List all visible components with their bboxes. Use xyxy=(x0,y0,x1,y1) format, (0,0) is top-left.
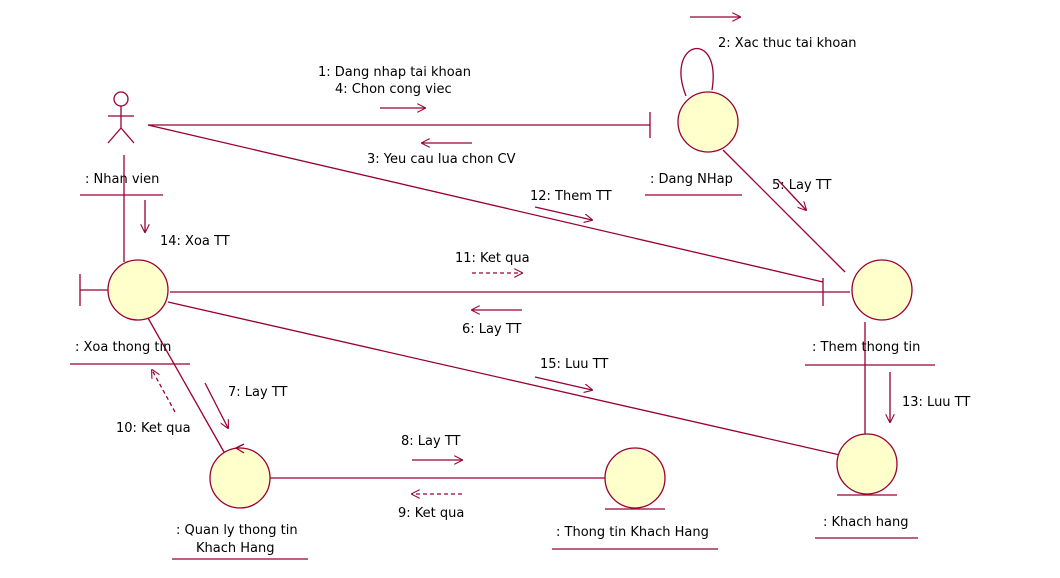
message-m12: 12: Them TT xyxy=(530,189,612,204)
entity-circle xyxy=(604,447,666,509)
label-actor: : Nhan vien xyxy=(85,172,159,187)
boundary-circle xyxy=(107,259,169,321)
arrow-m5 xyxy=(777,179,806,210)
label-thong-tin-kh: : Thong tin Khach Hang xyxy=(556,525,709,540)
actor-nhan-vien xyxy=(107,91,135,144)
message-m15: 15: Luu TT xyxy=(540,357,608,372)
label-xoa-thong-tin: : Xoa thong tin xyxy=(75,340,171,355)
link-dangnhap-themthongtin xyxy=(722,149,846,273)
object-dang-nhap xyxy=(649,91,739,153)
object-khach-hang xyxy=(836,433,898,496)
actor-head xyxy=(113,91,129,107)
links xyxy=(123,124,866,479)
actor-left-leg xyxy=(107,127,122,144)
label-khach-hang: : Khach hang xyxy=(823,515,908,530)
object-labels: : Nhan vien : Dang NHap : Xoa thong tin … xyxy=(75,172,920,556)
message-arrows xyxy=(145,17,890,494)
label-them-thong-tin: : Them thong tin xyxy=(812,340,920,355)
link-xoa-quanly xyxy=(147,317,225,453)
actor-right-leg xyxy=(120,127,135,144)
message-m5: 5: Lay TT xyxy=(772,178,832,193)
message-m11: 11: Ket qua xyxy=(455,251,530,266)
message-m14: 14: Xoa TT xyxy=(160,234,230,249)
self-loop xyxy=(680,48,714,97)
message-m4: 4: Chon cong viec xyxy=(335,82,452,97)
object-thong-tin-khach-hang xyxy=(604,447,666,510)
label-dang-nhap: : Dang NHap xyxy=(650,172,733,187)
object-quan-ly-thong-tin xyxy=(209,443,271,509)
link-actor-themthongtin xyxy=(147,124,824,283)
control-arrow xyxy=(234,443,245,454)
message-labels: 2: Xac thuc tai khoan 1: Dang nhap tai k… xyxy=(116,36,970,521)
arrow-m15 xyxy=(534,376,592,390)
message-m8: 8: Lay TT xyxy=(401,434,461,449)
object-them-thong-tin xyxy=(822,259,913,321)
message-m6: 6: Lay TT xyxy=(462,322,522,337)
message-m13: 13: Luu TT xyxy=(902,395,970,410)
message-m10: 10: Ket qua xyxy=(116,421,191,436)
link-xoa-khachhang xyxy=(167,301,841,456)
label-underlines xyxy=(70,194,935,560)
message-m2: 2: Xac thuc tai khoan xyxy=(718,36,857,51)
message-m7: 7: Lay TT xyxy=(228,385,288,400)
boundary-circle xyxy=(677,91,739,153)
arrow-m10 xyxy=(152,370,176,413)
control-circle xyxy=(209,447,271,509)
message-m3: 3: Yeu cau lua chon CV xyxy=(367,152,516,167)
message-m9: 9: Ket qua xyxy=(398,506,464,521)
label-quan-ly-line2: Khach Hang xyxy=(196,541,274,556)
label-quan-ly-line1: : Quan ly thong tin xyxy=(176,523,298,538)
object-xoa-thong-tin xyxy=(79,259,169,321)
arrow-m12 xyxy=(534,206,592,220)
boundary-circle xyxy=(851,259,913,321)
message-m1: 1: Dang nhap tai khoan xyxy=(318,65,471,80)
entity-circle xyxy=(836,433,898,495)
arrow-m7 xyxy=(204,382,228,428)
